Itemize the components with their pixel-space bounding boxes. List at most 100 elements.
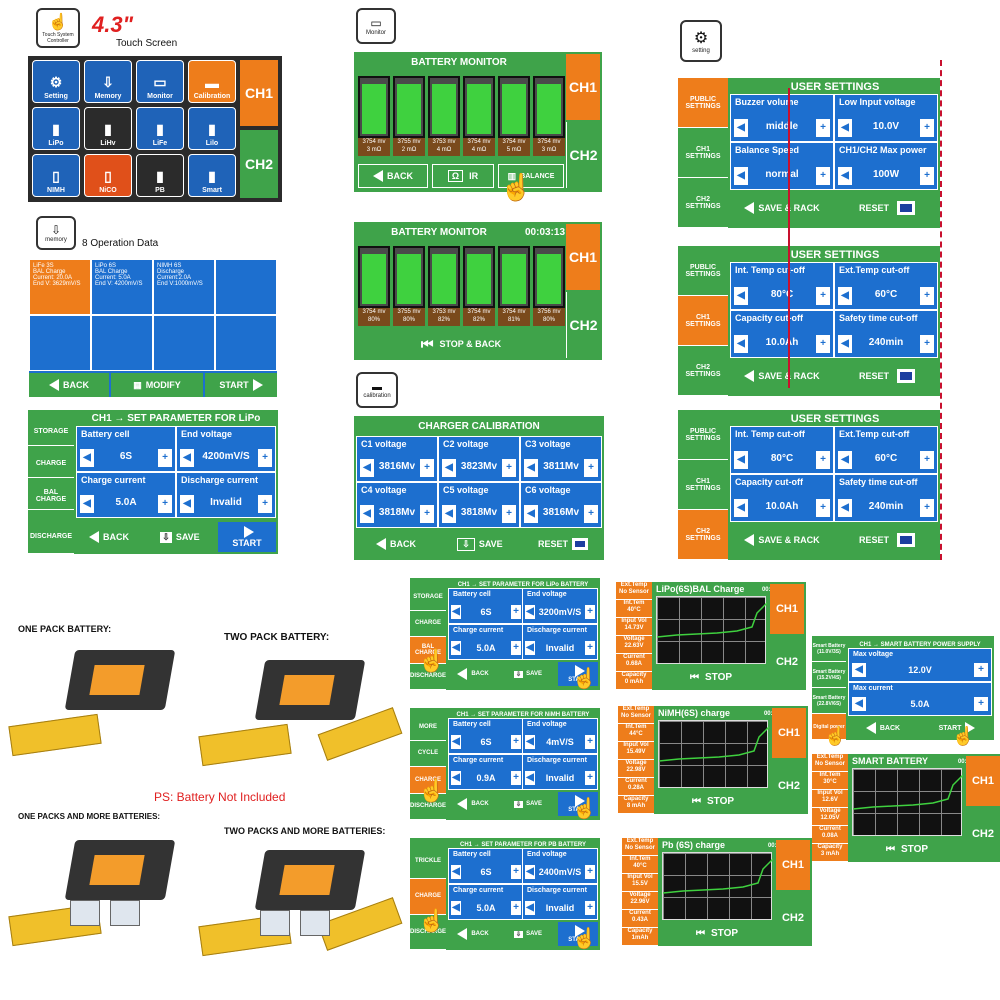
- calibration-reset-button[interactable]: RESET: [524, 530, 602, 558]
- increase-arrow-icon[interactable]: +: [816, 451, 830, 469]
- increase-arrow-icon[interactable]: +: [511, 865, 521, 879]
- increase-arrow-icon[interactable]: +: [920, 167, 934, 185]
- small-mode-tab[interactable]: STORAGE: [410, 584, 446, 611]
- mode-discharge[interactable]: DISCHARGE: [28, 520, 74, 554]
- param-back-button[interactable]: BACK: [76, 522, 142, 552]
- increase-arrow-icon[interactable]: +: [511, 641, 521, 655]
- battery-cell-field[interactable]: Battery cell ◀ 6S +: [76, 426, 176, 472]
- smart-back-button[interactable]: BACK: [848, 718, 918, 738]
- menu-tile-smart[interactable]: ▮Smart: [188, 154, 236, 197]
- small-mode-tab[interactable]: DISCHARGE: [410, 793, 446, 820]
- small-param-field[interactable]: Battery cell◀6S+: [448, 588, 524, 624]
- decrease-arrow-icon[interactable]: ◀: [734, 119, 748, 137]
- decrease-arrow-icon[interactable]: ◀: [451, 901, 461, 915]
- mode-storage[interactable]: STORAGE: [28, 418, 74, 446]
- calibration-back-button[interactable]: BACK: [356, 530, 436, 558]
- setting-field[interactable]: Capacity cut-off◀10.0Ah+: [730, 474, 834, 522]
- setting-field[interactable]: CH1/CH2 Max power◀100W+: [834, 142, 938, 190]
- memory-slot-7[interactable]: [153, 315, 215, 371]
- setting-field[interactable]: Int. Temp cut-off◀80°C+: [730, 262, 834, 310]
- decrease-arrow-icon[interactable]: ◀: [852, 663, 866, 677]
- menu-tile-setting[interactable]: ⚙Setting: [32, 60, 80, 103]
- settings-tab-0[interactable]: PUBLIC SETTINGS: [678, 410, 728, 460]
- increase-arrow-icon[interactable]: +: [158, 495, 172, 513]
- small-back-button[interactable]: BACK: [448, 792, 498, 816]
- small-param-field[interactable]: Discharge current◀Invalid+: [522, 624, 598, 660]
- menu-tile-lilo[interactable]: ▮Lilo: [188, 107, 236, 150]
- increase-arrow-icon[interactable]: +: [502, 459, 516, 477]
- memory-slot-8[interactable]: [215, 315, 277, 371]
- increase-arrow-icon[interactable]: +: [258, 449, 272, 467]
- setting-field[interactable]: Balance Speed◀normal+: [730, 142, 834, 190]
- settings-reset-button[interactable]: RESET: [836, 524, 938, 556]
- calibration-cell-3[interactable]: C3 voltage◀3811Mv+: [520, 436, 602, 482]
- decrease-arrow-icon[interactable]: ◀: [734, 499, 748, 517]
- increase-arrow-icon[interactable]: +: [584, 459, 598, 477]
- small-save-button[interactable]: ⇩SAVE: [502, 792, 554, 816]
- menu-tile-lihv[interactable]: ▮LiHv: [84, 107, 132, 150]
- small-mode-tab[interactable]: DISCHARGE: [410, 914, 446, 950]
- monitor-back-button[interactable]: BACK: [358, 164, 428, 188]
- decrease-arrow-icon[interactable]: ◀: [451, 641, 461, 655]
- menu-tile-nico[interactable]: ▯NiCO: [84, 154, 132, 197]
- decrease-arrow-icon[interactable]: ◀: [442, 459, 456, 477]
- chart-ch1-button[interactable]: CH1: [772, 708, 806, 758]
- decrease-arrow-icon[interactable]: ◀: [852, 697, 866, 711]
- setting-field[interactable]: Ext.Temp cut-off◀60°C+: [834, 426, 938, 474]
- increase-arrow-icon[interactable]: +: [974, 663, 988, 677]
- smart-start-button[interactable]: START: [922, 718, 992, 738]
- ch1-button[interactable]: CH1: [240, 60, 278, 126]
- settings-reset-button[interactable]: RESET: [836, 360, 938, 392]
- decrease-arrow-icon[interactable]: ◀: [180, 495, 194, 513]
- discharge-current-field[interactable]: Discharge current ◀ Invalid +: [176, 472, 276, 518]
- setting-field[interactable]: Int. Temp cut-off◀80°C+: [730, 426, 834, 474]
- smart-mode-tab[interactable]: Smart Battery (22.8V/6S): [812, 688, 846, 714]
- increase-arrow-icon[interactable]: +: [420, 459, 434, 477]
- chart-ch1-button[interactable]: CH1: [966, 756, 1000, 806]
- chart-ch1-button[interactable]: CH1: [770, 584, 804, 634]
- chart-ch2-button[interactable]: CH2: [776, 892, 810, 944]
- decrease-arrow-icon[interactable]: ◀: [360, 505, 374, 523]
- menu-tile-lipo[interactable]: ▮LiPo: [32, 107, 80, 150]
- increase-arrow-icon[interactable]: +: [584, 505, 598, 523]
- decrease-arrow-icon[interactable]: ◀: [734, 167, 748, 185]
- increase-arrow-icon[interactable]: +: [585, 771, 595, 785]
- increase-arrow-icon[interactable]: +: [920, 451, 934, 469]
- small-param-field[interactable]: Discharge current◀Invalid+: [522, 884, 598, 920]
- monitor-ch1-button[interactable]: CH1: [566, 54, 600, 120]
- stop-back-button[interactable]: ⏮STOP & BACK: [358, 332, 564, 356]
- settings-tab-0[interactable]: PUBLIC SETTINGS: [678, 246, 728, 296]
- memory-modify-button[interactable]: ▦MODIFY: [111, 373, 203, 397]
- decrease-arrow-icon[interactable]: ◀: [525, 605, 535, 619]
- small-start-button[interactable]: START: [558, 662, 598, 686]
- calibration-cell-2[interactable]: C2 voltage◀3823Mv+: [438, 436, 520, 482]
- menu-tile-memory[interactable]: ⇩Memory: [84, 60, 132, 103]
- decrease-arrow-icon[interactable]: ◀: [360, 459, 374, 477]
- chart-ch2-button[interactable]: CH2: [772, 760, 806, 812]
- small-save-button[interactable]: ⇩SAVE: [502, 922, 554, 946]
- param-save-button[interactable]: ⇩SAVE: [144, 522, 216, 552]
- decrease-arrow-icon[interactable]: ◀: [451, 605, 461, 619]
- save-back-button[interactable]: SAVE & RACK: [730, 360, 834, 392]
- increase-arrow-icon[interactable]: +: [158, 449, 172, 467]
- menu-tile-pb[interactable]: ▮PB: [136, 154, 184, 197]
- small-mode-tab[interactable]: CYCLE: [410, 740, 446, 767]
- setting-field[interactable]: Low Input voltage◀10.0V+: [834, 94, 938, 142]
- decrease-arrow-icon[interactable]: ◀: [525, 735, 535, 749]
- small-param-field[interactable]: Charge current◀0.9A+: [448, 754, 524, 790]
- decrease-arrow-icon[interactable]: ◀: [524, 505, 538, 523]
- increase-arrow-icon[interactable]: +: [511, 901, 521, 915]
- smart-mode-tab[interactable]: Smart Battery (11.0V/3S): [812, 636, 846, 662]
- settings-tab-2[interactable]: CH2 SETTINGS: [678, 178, 728, 228]
- calibration-cell-5[interactable]: C5 voltage◀3818Mv+: [438, 482, 520, 528]
- increase-arrow-icon[interactable]: +: [511, 605, 521, 619]
- menu-tile-monitor[interactable]: ▭Monitor: [136, 60, 184, 103]
- small-mode-tab[interactable]: CHARGE: [410, 610, 446, 637]
- small-param-field[interactable]: Discharge current◀Invalid+: [522, 754, 598, 790]
- increase-arrow-icon[interactable]: +: [816, 119, 830, 137]
- setting-field[interactable]: Safety time cut-off◀240min+: [834, 310, 938, 358]
- save-back-button[interactable]: SAVE & RACK: [730, 192, 834, 224]
